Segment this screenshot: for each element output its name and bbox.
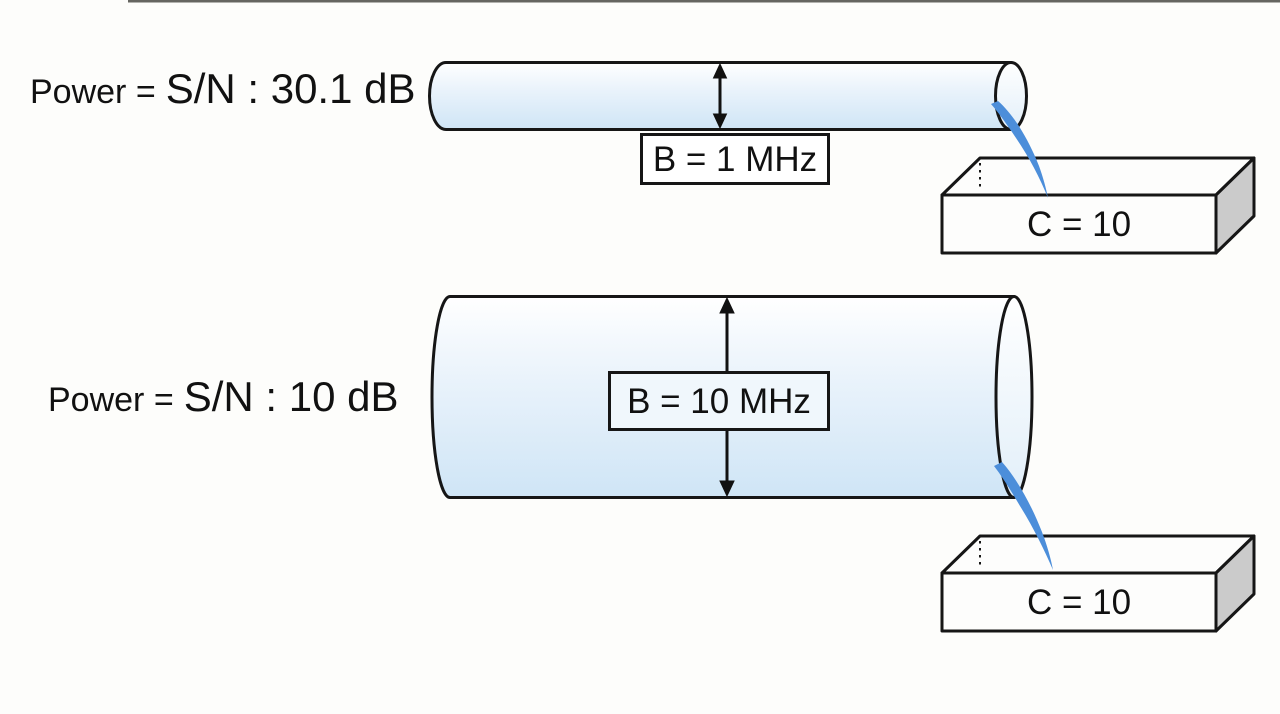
double-vertical-arrow-icon <box>712 62 728 130</box>
pipe-thick-end-cap <box>994 295 1034 499</box>
bandwidth-label-1-text: B = 1 MHz <box>652 139 818 179</box>
capacity-label-2: C = 10 <box>942 574 1216 630</box>
arrow-head-up <box>712 62 728 79</box>
bandwidth-label-1: B = 1 MHz <box>640 133 830 185</box>
pipe-thin <box>428 61 1028 131</box>
capacity-box-2-front-face <box>940 571 1218 633</box>
bandwidth-label-2-text: B = 10 MHz <box>627 381 811 421</box>
capacity-box-1 <box>940 156 1256 255</box>
power-label-2-value: S/N : 10 dB <box>183 373 399 420</box>
capacity-box-2-top-face <box>940 534 1256 575</box>
power-label-1: Power = S/N : 30.1 dB <box>30 68 416 110</box>
capacity-label-1-text: C = 10 <box>1026 204 1132 244</box>
capacity-box-1-top-face <box>940 156 1256 197</box>
capacity-box-1-front-face <box>940 193 1218 255</box>
bandwidth-label-2: B = 10 MHz <box>608 371 830 431</box>
arrow-head-down <box>712 113 728 130</box>
power-label-2: Power = S/N : 10 dB <box>48 376 398 418</box>
power-label-2-prefix: Power = <box>48 381 174 419</box>
water-stream-icon <box>991 101 1048 198</box>
arrow-head-up <box>719 296 735 314</box>
capacity-label-1: C = 10 <box>942 196 1216 252</box>
power-label-1-value: S/N : 30.1 dB <box>165 65 416 112</box>
arrow-head-down <box>719 480 735 498</box>
capacity-label-2-text: C = 10 <box>1026 582 1132 622</box>
top-edge-artifact <box>128 0 1280 3</box>
power-label-1-prefix: Power = <box>30 73 156 111</box>
capacity-box-2 <box>940 534 1256 633</box>
water-stream-icon <box>994 462 1053 570</box>
